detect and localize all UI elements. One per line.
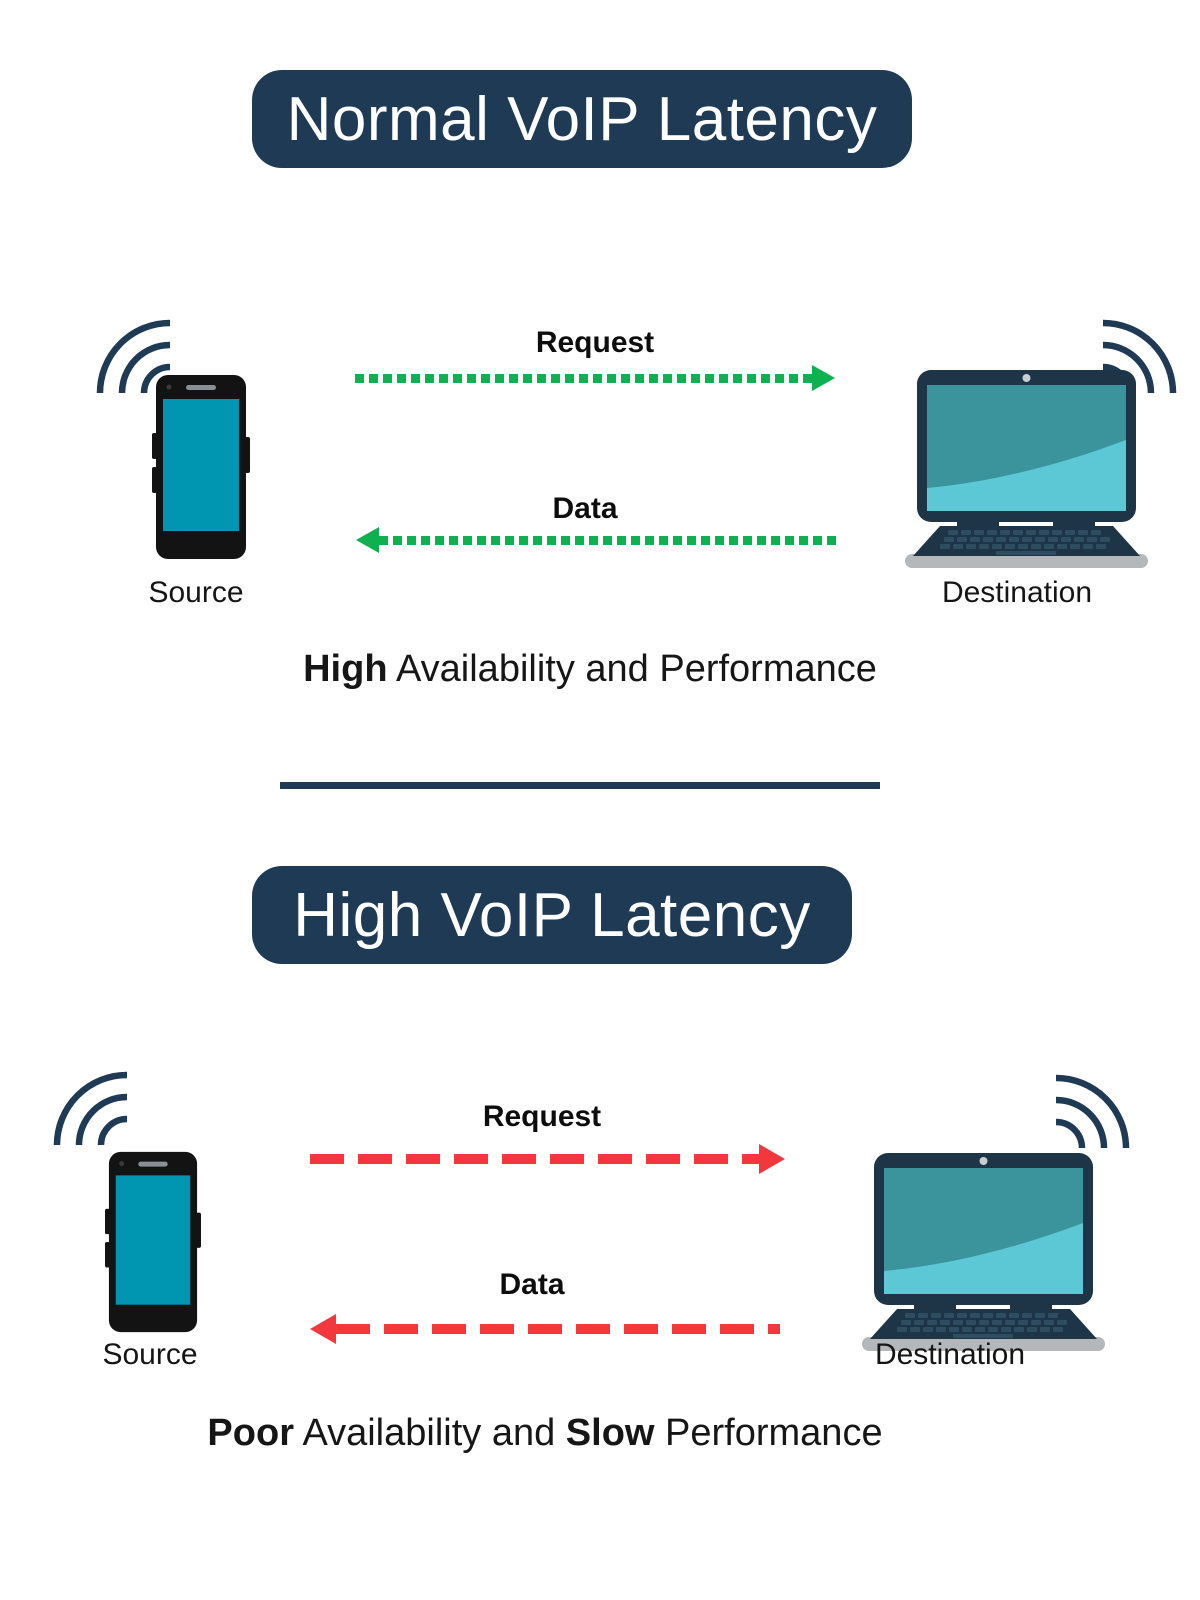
destination-label: Destination — [941, 576, 1093, 609]
smartphone-icon — [105, 1151, 201, 1333]
smartphone-icon — [152, 375, 250, 559]
section-title: High VoIP Latency — [293, 880, 811, 950]
request-label: Request — [535, 326, 655, 359]
caption-bold: Slow — [565, 1412, 655, 1454]
laptop-icon — [905, 370, 1148, 568]
normal-latency-title-banner: Normal VoIP Latency — [252, 70, 912, 168]
destination-label: Destination — [874, 1338, 1026, 1371]
caption-bold: High — [303, 648, 388, 690]
arrow-left-head — [310, 1314, 336, 1344]
source-device — [90, 313, 255, 563]
high-latency-caption: Poor Availability and Slow Performance — [145, 1412, 945, 1455]
arrow-line — [310, 1154, 759, 1164]
caption-bold: Poor — [207, 1412, 294, 1454]
source-label: Source — [102, 1338, 198, 1371]
laptop-icon — [862, 1153, 1105, 1351]
source-label: Source — [148, 576, 244, 609]
wifi-signal-icon — [1056, 1074, 1130, 1148]
arrow-line — [379, 535, 838, 545]
section-divider — [280, 782, 880, 789]
data-label: Data — [499, 1268, 565, 1301]
normal-latency-section: Normal VoIP Latency Source Request Data — [90, 70, 1183, 691]
keyboard-keys — [940, 530, 1110, 555]
high-latency-title-banner: High VoIP Latency — [252, 866, 852, 964]
data-arrow — [356, 527, 838, 553]
destination-device — [893, 313, 1183, 573]
arrow-right-head — [812, 365, 835, 391]
section-title: Normal VoIP Latency — [286, 84, 878, 154]
caption-text: Availability and Performance — [387, 648, 877, 690]
data-label: Data — [552, 492, 618, 525]
request-label: Request — [482, 1100, 602, 1133]
arrow-left-head — [356, 527, 379, 553]
request-arrow — [355, 365, 835, 391]
normal-latency-caption: High Availability and Performance — [190, 648, 990, 691]
destination-device — [850, 1068, 1140, 1353]
keyboard-keys — [897, 1313, 1067, 1338]
arrow-line — [355, 373, 812, 383]
caption-text: Performance — [654, 1412, 883, 1454]
request-arrow — [310, 1144, 785, 1174]
source-device — [47, 1065, 212, 1340]
high-latency-section: High VoIP Latency Source Request Data — [0, 800, 1200, 1600]
wifi-signal-icon — [53, 1071, 127, 1145]
caption-text: Availability and — [293, 1412, 566, 1454]
arrow-line — [336, 1324, 780, 1334]
data-arrow — [310, 1314, 780, 1344]
wifi-signal-icon — [96, 319, 170, 393]
arrow-right-head — [759, 1144, 785, 1174]
